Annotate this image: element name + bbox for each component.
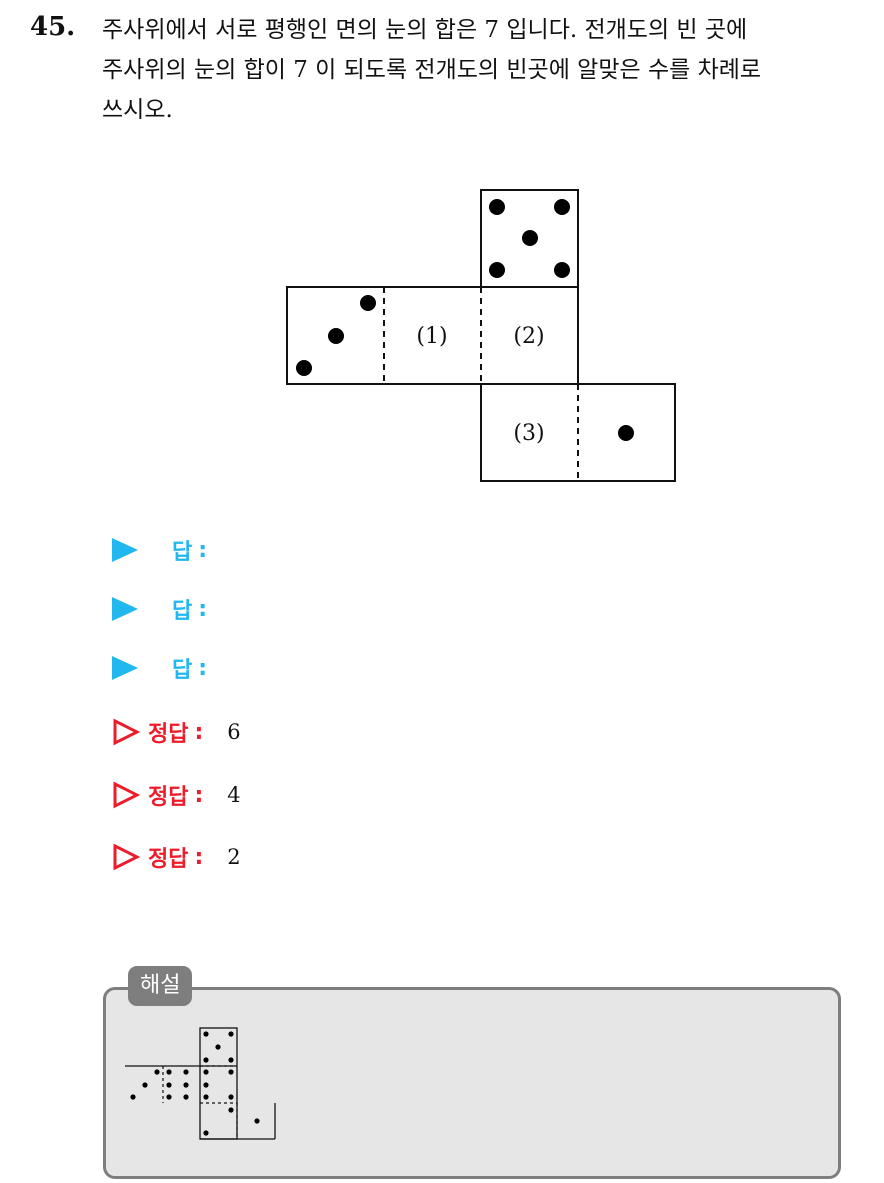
pip [166, 1082, 172, 1088]
colon: : [194, 719, 204, 745]
blank-label-3: (3) [513, 421, 544, 446]
colon: : [198, 596, 208, 622]
pip [203, 1094, 209, 1100]
pip [166, 1069, 172, 1075]
pip [203, 1069, 209, 1075]
pip [154, 1069, 160, 1075]
pip [296, 360, 312, 376]
pip [228, 1031, 234, 1037]
play-arrow-icon [112, 538, 138, 562]
pip [183, 1069, 189, 1075]
colon: : [194, 782, 204, 808]
outline-triangle-icon [113, 781, 140, 809]
answer-row-2: 답 : [112, 589, 231, 629]
pip [328, 328, 344, 344]
pip [203, 1082, 209, 1088]
pip [228, 1107, 234, 1113]
outline-triangle-icon [113, 718, 140, 746]
pip [360, 295, 376, 311]
pip [203, 1031, 209, 1037]
pip [618, 425, 634, 441]
pip [254, 1118, 260, 1124]
question-line-2: 주사위의 눈의 합이 7 이 되도록 전개도의 빈곳에 알맞은 수를 차례로 [102, 57, 762, 83]
answer-label: 답 [172, 658, 193, 683]
play-arrow-icon [112, 656, 138, 680]
dice-net-diagram: (1) (2) (3) [286, 189, 676, 482]
pip [554, 199, 570, 215]
pip [130, 1094, 136, 1100]
question-line-3: 쓰시오. [102, 97, 173, 123]
play-arrow-icon [112, 597, 138, 621]
correct-row-2: 정답 : 4 [112, 775, 241, 815]
pip [203, 1057, 209, 1063]
explanation-box [103, 987, 841, 1179]
colon: : [194, 844, 204, 870]
question-text: 주사위에서 서로 평행인 면의 눈의 합은 7 입니다. 전개도의 빈 곳에 주… [102, 10, 872, 130]
pip [522, 230, 538, 246]
correct-label: 정답 [148, 785, 189, 810]
answer-label: 답 [172, 599, 193, 624]
pip [203, 1130, 209, 1136]
pip [228, 1094, 234, 1100]
correct-row-1: 정답 : 6 [112, 712, 241, 752]
blank-label-1: (1) [416, 324, 447, 349]
outline-triangle-icon [113, 843, 140, 871]
pip [489, 262, 505, 278]
pip [554, 262, 570, 278]
colon: : [198, 537, 208, 563]
answer-row-3: 답 : [112, 648, 231, 688]
pip [183, 1082, 189, 1088]
pip [228, 1069, 234, 1075]
pip [228, 1057, 234, 1063]
pip [183, 1094, 189, 1100]
pip [489, 199, 505, 215]
pip [215, 1044, 221, 1050]
correct-value: 4 [227, 783, 241, 807]
explanation-tag: 해설 [128, 966, 193, 1006]
pip [142, 1082, 148, 1088]
net-row-middle [286, 286, 579, 385]
correct-value: 2 [227, 845, 241, 869]
answer-row-1: 답 : [112, 530, 231, 570]
answer-label: 답 [172, 540, 193, 565]
correct-label: 정답 [148, 722, 189, 747]
correct-label: 정답 [148, 847, 189, 872]
blank-label-2: (2) [513, 324, 544, 349]
correct-row-3: 정답 : 2 [112, 837, 241, 877]
pip [166, 1094, 172, 1100]
colon: : [198, 655, 208, 681]
question-number: 45. [30, 12, 76, 42]
correct-value: 6 [227, 720, 241, 744]
question-line-1: 주사위에서 서로 평행인 면의 눈의 합은 7 입니다. 전개도의 빈 곳에 [102, 17, 748, 43]
